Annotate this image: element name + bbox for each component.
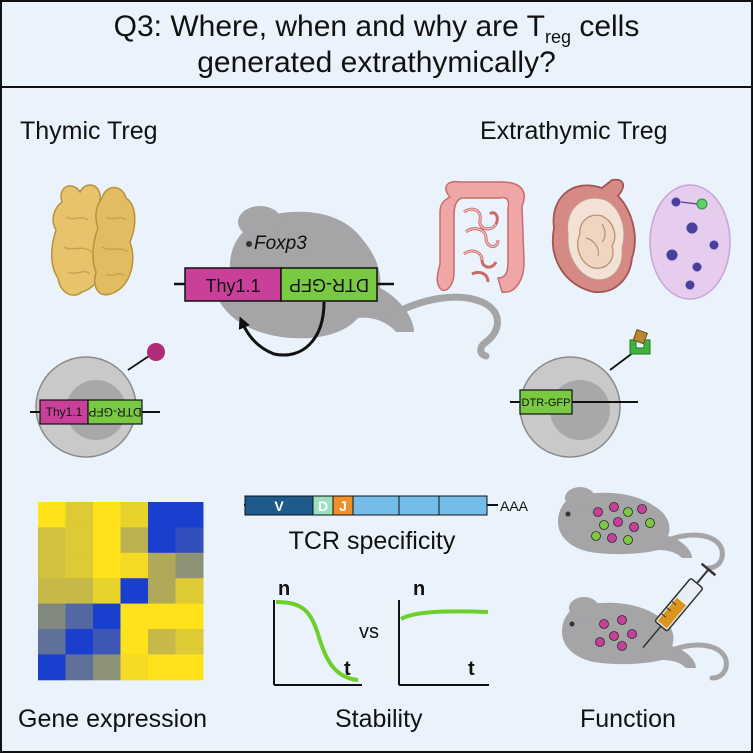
heatmap-cell — [175, 502, 204, 528]
thymic-treg-cell: Thy1.1 DTR-GFP — [30, 343, 165, 458]
heatmap-cell — [175, 527, 204, 554]
tcr-j-label: J — [339, 498, 347, 514]
heatmap-cell — [148, 654, 176, 681]
heatmap-cell — [148, 578, 176, 605]
stability-label: Stability — [335, 705, 423, 733]
thy11-receptor-icon — [147, 343, 165, 361]
gene-expression-label: Gene expression — [18, 705, 208, 733]
heatmap-cell — [148, 527, 176, 554]
heatmap-cell — [148, 552, 176, 579]
extrathymic-treg-label: Extrathymic Treg — [480, 117, 668, 145]
heatmap-cell — [120, 578, 149, 605]
heatmap-cell — [120, 502, 149, 528]
heatmap-cell — [65, 654, 94, 681]
foxp3-construct: Foxp3 Thy1.1 DTR-GFP — [174, 233, 394, 357]
heatmap-cell — [120, 527, 149, 554]
heatmap-cell — [120, 603, 149, 630]
title-line-1: Q3: Where, when and why are Treg cells — [2, 10, 751, 54]
heatmap-cell — [93, 629, 121, 655]
tcr-c-segment — [352, 495, 400, 516]
title-line-2: generated extrathymically? — [197, 46, 556, 79]
heatmap-cell — [93, 502, 121, 528]
heatmap-cell — [175, 603, 204, 630]
heatmap-cell — [175, 552, 204, 579]
heatmap-cell — [148, 603, 176, 630]
heatmap-cell — [38, 578, 66, 605]
heatmap-cell — [148, 629, 176, 655]
heatmap-cell — [38, 527, 66, 554]
heatmap-cell — [65, 527, 94, 554]
heatmap-cell — [65, 629, 94, 655]
tcr-c-segment — [398, 495, 440, 516]
title-suffix: cells — [570, 10, 640, 43]
tcr-c-segment — [438, 495, 488, 516]
heatmap-cell — [148, 502, 176, 528]
plot2-y-label: n — [413, 578, 425, 600]
declining-curve — [275, 600, 359, 682]
thy-segment — [184, 267, 282, 302]
foxp3-gene-label: Foxp3 — [254, 233, 307, 254]
heatmap-cell — [93, 527, 121, 554]
thymic-cell-dtr-label: DTR-GFP — [88, 405, 141, 419]
pregnant-uterus-icon — [552, 178, 636, 293]
heatmap-cell — [175, 654, 204, 681]
expression-arrow — [238, 301, 326, 357]
heatmap-cell — [38, 629, 66, 655]
extrathymic-treg-cell: DTR-GFP — [510, 328, 651, 458]
lymph-node-icon — [649, 184, 731, 300]
plot1-x-label: t — [344, 658, 351, 680]
intestine-icon — [436, 180, 525, 293]
function-mouse-top — [558, 487, 725, 571]
tcr-transcript: V D J AAA TCR specificity — [244, 495, 529, 555]
heatmap-cell — [120, 629, 149, 655]
heatmap-cell — [175, 629, 204, 655]
title-box: Q3: Where, when and why are Treg cells g… — [2, 2, 751, 88]
function-mouse-bottom — [562, 597, 729, 681]
syringe-icon — [642, 562, 717, 649]
dtr-segment-label: DTR-GFP — [289, 275, 369, 295]
antigen-receptor-icon — [629, 328, 651, 355]
heatmap-cell — [65, 603, 94, 630]
tcr-d-label: D — [318, 498, 328, 514]
heatmap-cell — [175, 578, 204, 605]
title-subscript: reg — [544, 27, 571, 47]
heatmap-cell — [38, 654, 66, 681]
heatmap-cell — [93, 603, 121, 630]
thy-segment-label: Thy1.1 — [205, 276, 260, 296]
plot1-y-label: n — [278, 578, 290, 600]
plot2-x-label: t — [468, 658, 475, 680]
tcr-v-label: V — [274, 498, 284, 514]
thymic-cell-thy-label: Thy1.1 — [46, 405, 83, 419]
tcr-specificity-label: TCR specificity — [289, 527, 456, 555]
heatmap-cell — [38, 552, 66, 579]
heatmap-cell — [93, 654, 121, 681]
dtr-segment — [280, 267, 378, 302]
vs-label: vs — [359, 621, 379, 643]
heatmap-cell — [38, 603, 66, 630]
extrathymic-cell-dtr-label: DTR-GFP — [522, 397, 571, 409]
heatmap-cell — [65, 552, 94, 579]
thymus-icon — [51, 184, 136, 296]
title-prefix: Q3: Where, when and why are T — [113, 10, 545, 43]
heatmap-cell — [38, 502, 66, 528]
poly-a-label: AAA — [500, 498, 529, 514]
stability-plot-stable: n t — [398, 578, 489, 686]
function-label: Function — [580, 705, 676, 733]
heatmap-cell — [120, 552, 149, 579]
heatmap-cell — [93, 578, 121, 605]
stability-plot-unstable: n t — [273, 578, 362, 686]
heatmap-cell — [120, 654, 149, 681]
heatmap-cell — [65, 578, 94, 605]
stable-curve — [400, 609, 489, 621]
heatmap — [38, 502, 204, 681]
heatmap-cell — [65, 502, 94, 528]
heatmap-cell — [93, 552, 121, 579]
thymic-treg-label: Thymic Treg — [20, 117, 158, 145]
